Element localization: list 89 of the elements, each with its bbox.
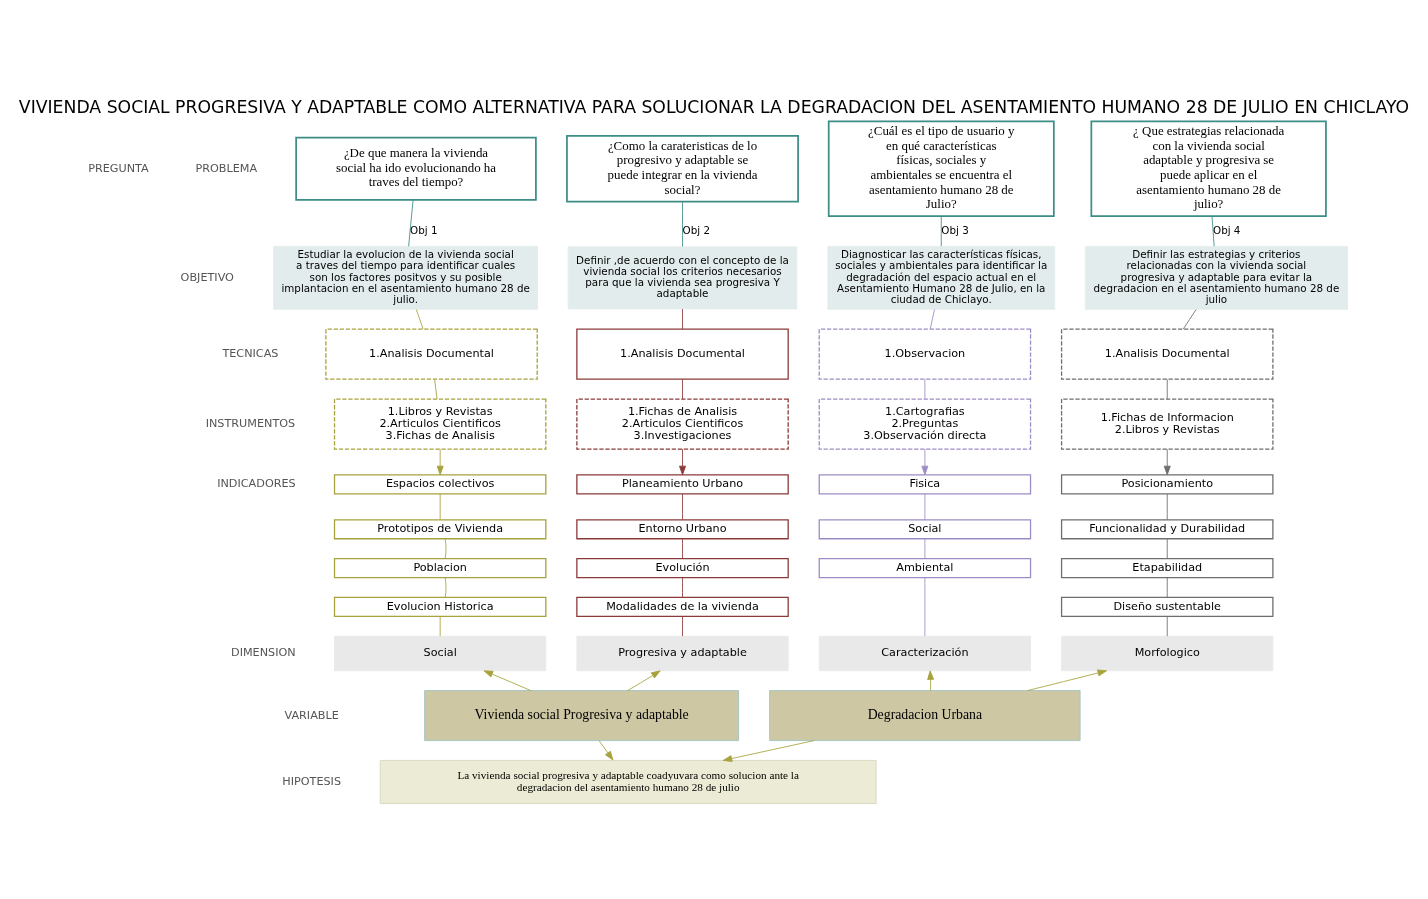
connector	[682, 493, 683, 521]
connector	[1166, 616, 1168, 637]
connector	[929, 309, 935, 330]
connector	[444, 577, 447, 598]
node-box: 1.Libros y Revistas 2.Articulos Cientificos 3.Fichas de Analisis	[333, 398, 547, 450]
node-box: Social	[334, 635, 547, 672]
connector	[444, 538, 447, 559]
connector	[1211, 216, 1215, 247]
node-box: Morfologico	[1061, 635, 1274, 672]
node-box: Planeamiento Urbano	[576, 474, 789, 495]
node-box: Definir ,de acuerdo con el concepto de la vivienda social los criterios necesarios para que la vivienda sea progresiva Y adaptable	[567, 246, 798, 310]
connector	[682, 378, 683, 400]
node-box: ¿Cuál es el tipo de usuario y en qué características físicas, sociales y ambientales se encuentra el asentamiento humano 28 de Julio?	[827, 120, 1055, 218]
node-box: 1.Fichas de Informacion 2.Libros y Revistas	[1060, 398, 1274, 450]
node-box: Ambiental	[818, 557, 1032, 579]
label: PROBLEMA	[195, 161, 258, 175]
node-box: Poblacion	[333, 557, 547, 579]
label: VARIABLE	[284, 708, 339, 722]
node-box: Etapabilidad	[1060, 557, 1274, 579]
arrow	[679, 448, 686, 476]
node-box: Evolucion Historica	[333, 596, 547, 618]
connector	[434, 378, 438, 400]
connector	[940, 216, 942, 247]
connector	[682, 201, 683, 247]
node-box: 1.Fichas de Analisis 2.Articulos Cientificos 3.Investigaciones	[576, 398, 789, 450]
node-box: 1.Analisis Documental	[576, 328, 789, 380]
node-box: Progresiva y adaptable	[576, 635, 789, 672]
edge-label: Obj 1	[410, 223, 438, 236]
node-box: Caracterización	[818, 635, 1031, 672]
node-box: ¿De que manera la vivienda social ha ido evolucionando ha traves del tiempo?	[295, 136, 537, 201]
diagram-title: VIVIENDA SOCIAL PROGRESIVA Y ADAPTABLE COMO ALTERNATIVA PARA SOLUCIONAR LA DEGRADACION DEL ASENTAMIENTO HUMANO 28 DE JULIO EN CHICLAYO	[18, 96, 1410, 117]
label: TECNICAS	[222, 347, 279, 361]
connector	[924, 577, 926, 637]
connector	[1166, 538, 1168, 559]
connector	[408, 199, 414, 247]
connector	[682, 616, 683, 637]
node-box: ¿Como la carateristicas de lo progresivo y adaptable se puede integrar en la vivienda social?	[566, 135, 799, 203]
edge-label: Obj 3	[941, 223, 969, 236]
label: HIPOTESIS	[282, 774, 342, 788]
edge-label: Obj 2	[682, 223, 711, 236]
connector	[1166, 378, 1168, 400]
arrow	[722, 740, 815, 762]
arrow	[483, 670, 532, 691]
connector	[1182, 309, 1197, 330]
node-box: Evolución	[576, 557, 789, 579]
node-box: Social	[818, 519, 1032, 540]
arrow	[436, 448, 444, 476]
connector	[439, 493, 441, 521]
node-box: ¿ Que estrategias relacionada con la vivienda social adaptable y progresiva se puede aplicar en el asentamiento humano 28 de julio?	[1090, 120, 1327, 218]
node-box: 1.Analisis Documental	[325, 328, 538, 380]
connector	[682, 308, 683, 330]
node-box: Definir las estrategias y criterios relacionadas con la vivienda social progresiva y adaptable para evitar la degradacion en el asentamiento humano 28 de julio	[1084, 245, 1348, 310]
connector	[682, 577, 683, 598]
arrow	[1163, 448, 1171, 476]
node-box: Modalidades de la vivienda	[576, 596, 789, 618]
edge-label: Obj 4	[1213, 223, 1241, 236]
node-box: Posicionamiento	[1060, 474, 1274, 495]
arrow	[927, 670, 935, 691]
connector	[1166, 577, 1168, 598]
label: PREGUNTA	[88, 161, 149, 175]
connector	[924, 378, 926, 400]
label: DIMENSION	[231, 646, 296, 660]
node-box: Degradacion Urbana	[769, 690, 1081, 741]
connector	[924, 538, 926, 559]
node-box: Prototipos de Vivienda	[333, 519, 547, 540]
arrow	[921, 448, 929, 476]
arrow	[598, 740, 614, 761]
arrow	[1027, 669, 1107, 691]
node-box: Diseño sustentable	[1060, 596, 1274, 618]
connector	[415, 309, 424, 330]
arrow	[627, 670, 661, 691]
connector	[1166, 493, 1168, 521]
node-box: 1.Cartografias 2.Preguntas 3.Observación directa	[818, 398, 1032, 450]
node-box: Diagnosticar las características físicas, sociales y ambientales para identificar la degradación del espacio actual en el Asentamiento Humano 28 de Julio, en la ciudad de Chiclayo.	[827, 245, 1056, 310]
node-box: Entorno Urbano	[576, 519, 789, 540]
node-box: Vivienda social Progresiva y adaptable	[424, 690, 739, 741]
node-box: Espacios colectivos	[333, 474, 547, 495]
node-box: 1.Observacion	[818, 328, 1032, 380]
node-box: 1.Analisis Documental	[1060, 328, 1274, 380]
connector	[439, 616, 441, 637]
node-box: Fisica	[818, 474, 1032, 495]
node-box: Estudiar la evolucion de la vivienda social a traves del tiempo para identificar cuales son los factores positvos y su posible implantacion en el asentamiento humano 28 de julio.	[273, 245, 539, 310]
node-box: Funcionalidad y Durabilidad	[1060, 519, 1274, 540]
connector	[924, 493, 926, 521]
connector	[682, 538, 683, 559]
label: INSTRUMENTOS	[205, 416, 296, 430]
label: OBJETIVO	[180, 270, 234, 284]
node-box: La vivienda social progresiva y adaptable coadyuvara como solucion ante la degradacion del asentamiento humano 28 de julio	[379, 760, 877, 804]
label: INDICADORES	[217, 477, 296, 491]
